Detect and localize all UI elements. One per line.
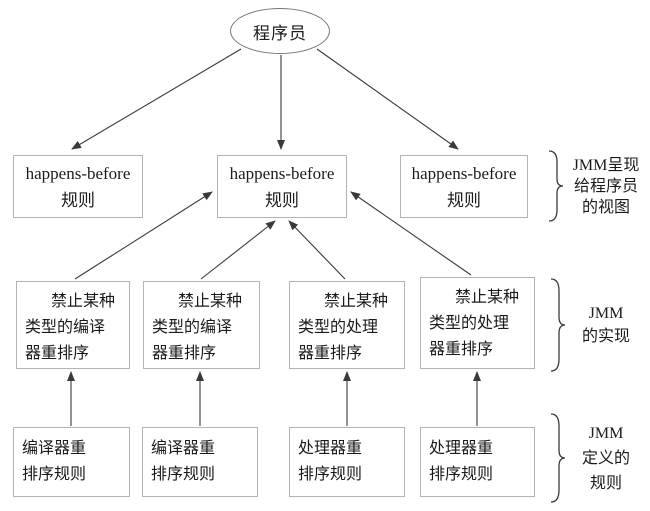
box-processor-reorder-rules-2: 处理器重 排序规则 [420,427,535,497]
curly-brace-implementation [550,278,566,372]
annotation-line: JMM [588,305,624,322]
annotation-jmm-view: JMM呈现 给程序员 的视图 [562,155,650,218]
box-label: 规则 [61,190,95,210]
curly-brace-rules [550,413,566,503]
box-processor-reorder-ban-2: 禁止某种 类型的处理 器重排序 [420,277,535,369]
box-processor-reorder-rules-1: 处理器重 排序规则 [289,427,405,497]
annotation-line: 定义的 [581,450,630,467]
box-label: 排序规则 [298,466,363,483]
box-label: 规则 [447,190,481,210]
box-label: 类型的编译 [152,319,233,336]
annotation-line: JMM [588,425,624,442]
box-label: happens-before [25,163,131,183]
box-compiler-reorder-ban-2: 禁止某种 类型的编译 器重排序 [143,281,260,369]
box-label: 排序规则 [22,466,87,483]
box-label: happens-before [229,163,335,183]
box-label: 器重排序 [25,345,90,362]
box-label: 类型的处理 [429,315,510,332]
box-label: 禁止某种 [51,293,116,310]
annotation-line: JMM呈现 [572,157,640,174]
box-label: happens-before [411,163,517,183]
box-compiler-reorder-ban-1: 禁止某种 类型的编译 器重排序 [16,281,130,369]
annotation-jmm-rules: JMM 定义的 规则 [562,421,650,496]
box-happens-before-3: happens-before 规则 [400,155,528,218]
curly-brace-view [548,150,564,222]
box-happens-before-1: happens-before 规则 [13,155,143,218]
box-label: 处理器重 [429,440,494,457]
box-label: 编译器重 [22,440,87,457]
box-label: 器重排序 [152,345,217,362]
box-label: 排序规则 [151,466,216,483]
annotation-line: 的视图 [581,199,630,216]
box-compiler-reorder-rules-2: 编译器重 排序规则 [142,427,258,497]
annotation-line: 规则 [589,475,622,492]
box-label: 类型的编译 [25,319,106,336]
annotation-jmm-implementation: JMM 的实现 [562,302,650,348]
annotation-line: 给程序员 [573,178,638,195]
box-label: 器重排序 [429,341,494,358]
box-label: 禁止某种 [178,293,243,310]
box-label: 禁止某种 [455,289,520,306]
node-programmer: 程序员 [230,8,330,54]
box-label: 禁止某种 [324,293,389,310]
box-label: 处理器重 [298,440,363,457]
box-compiler-reorder-rules-1: 编译器重 排序规则 [13,427,130,497]
box-label: 编译器重 [151,440,216,457]
annotation-line: 的实现 [581,328,630,345]
box-processor-reorder-ban-1: 禁止某种 类型的处理 器重排序 [289,281,405,369]
node-programmer-label: 程序员 [253,23,307,43]
box-label: 排序规则 [429,466,494,483]
box-label: 类型的处理 [298,319,379,336]
box-label: 器重排序 [298,345,363,362]
box-label: 规则 [265,190,299,210]
box-happens-before-2: happens-before 规则 [217,155,347,218]
